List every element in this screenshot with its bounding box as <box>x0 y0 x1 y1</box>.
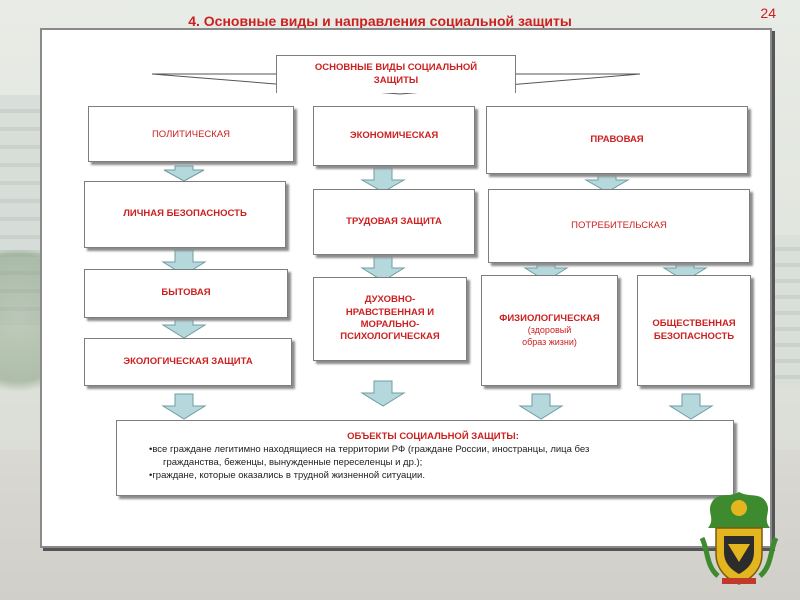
box-political: ПОЛИТИЧЕСКАЯ <box>88 106 294 162</box>
arrow-ecological-to-objects <box>161 393 207 420</box>
connector-arrows <box>161 165 714 420</box>
objects-line-2: гражданства, беженцы, вынужденные пересе… <box>163 456 423 468</box>
arrow-public-to-objects <box>668 393 714 420</box>
objects-box: ОБЪЕКТЫ СОЦИАЛЬНОЙ ЗАЩИТЫ: •все граждане… <box>116 420 734 496</box>
box-economic: ЭКОНОМИЧЕСКАЯ <box>313 106 475 166</box>
background-building-right <box>770 235 800 385</box>
arrow-personal-to-household <box>161 249 207 276</box>
arrow-physiological-to-objects <box>518 393 564 420</box>
box-spiritual: ДУХОВНО- НРАВСТВЕННАЯ И МОРАЛЬНО- ПСИХОЛ… <box>313 277 467 361</box>
slide-title: 4. Основные виды и направления социально… <box>188 13 572 29</box>
page-number: 24 <box>760 5 776 21</box>
arrow-labor-to-spiritual <box>360 255 406 282</box>
physiological-label: ФИЗИОЛОГИЧЕСКАЯ <box>499 312 600 324</box>
box-physiological: ФИЗИОЛОГИЧЕСКАЯ (здоровый образ жизни) <box>481 275 618 386</box>
coat-of-arms-emblem <box>699 492 779 585</box>
objects-line-1: •все граждане легитимно находящиеся на т… <box>149 444 590 455</box>
box-public-security: ОБЩЕСТВЕННАЯ БЕЗОПАСНОСТЬ <box>637 275 751 386</box>
box-labor-protection: ТРУДОВАЯ ЗАЩИТА <box>313 189 475 255</box>
box-ecological: ЭКОЛОГИЧЕСКАЯ ЗАЩИТА <box>84 338 292 386</box>
background-tree-left <box>0 250 45 420</box>
objects-line-3: •граждане, которые оказались в трудной ж… <box>149 469 425 481</box>
physiological-note: (здоровый образ жизни) <box>522 324 577 347</box>
arrow-political-to-personal <box>163 165 205 182</box>
box-household: БЫТОВАЯ <box>84 269 288 318</box>
box-legal: ПРАВОВАЯ <box>486 106 748 174</box>
box-consumer: ПОТРЕБИТЕЛЬСКАЯ <box>488 189 750 263</box>
objects-title: ОБЪЕКТЫ СОЦИАЛЬНОЙ ЗАЩИТЫ: <box>347 431 519 442</box>
arrow-economic-to-labor <box>360 167 406 193</box>
header-box: ОСНОВНЫЕ ВИДЫ СОЦИАЛЬНОЙ ЗАЩИТЫ <box>276 55 516 93</box>
box-personal-security: ЛИЧНАЯ БЕЗОПАСНОСТЬ <box>84 181 286 248</box>
arrow-spiritual-to-objects <box>360 380 406 407</box>
